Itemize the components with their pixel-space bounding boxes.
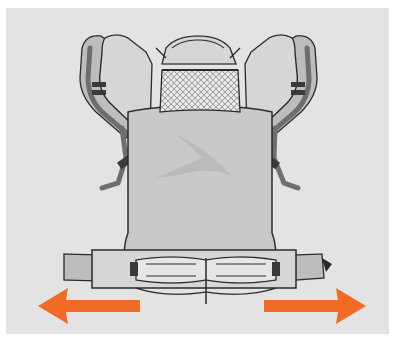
- baby-carrier-icon: [6, 8, 389, 334]
- right-belt-buckle-icon: [272, 262, 280, 276]
- illustration-frame: [6, 8, 389, 334]
- waist-belt: [64, 250, 332, 304]
- left-belt-buckle-icon: [130, 262, 138, 276]
- hood: [156, 36, 240, 64]
- arrow-left-icon: [38, 288, 140, 324]
- left-upper-buckle-icon: [92, 82, 106, 87]
- right-upper-buckle-icon: [291, 82, 305, 87]
- arrow-right-icon: [264, 288, 366, 324]
